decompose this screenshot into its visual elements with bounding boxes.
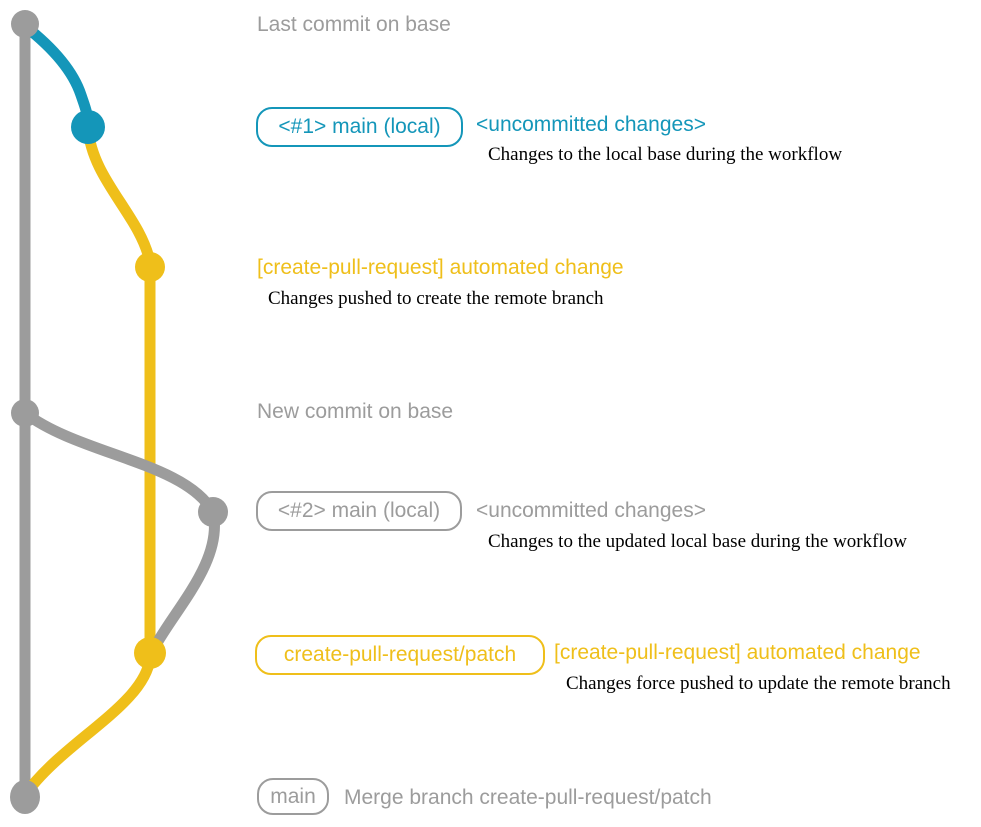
commit-message-uncommitted-2: <uncommitted changes> xyxy=(476,499,706,522)
commit-node-last-base xyxy=(11,10,39,38)
commit-node-remote-1 xyxy=(135,252,165,282)
commit-message-uncommitted-1: <uncommitted changes> xyxy=(476,113,706,136)
branch-badge-main-local-1: <#1> main (local) xyxy=(256,107,463,147)
rebase-curve xyxy=(19,407,219,518)
commit-node-new-base xyxy=(11,399,39,427)
commit-description-4: Changes force pushed to update the remot… xyxy=(566,673,951,694)
force-push-curve xyxy=(146,506,220,658)
branch-badge-label: create-pull-request/patch xyxy=(283,643,517,666)
commit-node-local-1 xyxy=(71,110,105,144)
commit-description-1: Changes to the local base during the wor… xyxy=(488,144,843,165)
new-commit-label: New commit on base xyxy=(257,400,454,423)
branch-badge-main: main xyxy=(257,778,329,815)
remote-branch-create-curve xyxy=(82,122,156,268)
commit-message-automated-1: [create-pull-request] automated change xyxy=(257,256,624,279)
branch-badge-create-pull-request-patch: create-pull-request/patch xyxy=(255,635,545,675)
commit-description-3: Changes to the updated local base during… xyxy=(488,531,907,552)
local-change-curve xyxy=(19,20,94,133)
commit-node-merge xyxy=(10,780,40,814)
last-commit-label: Last commit on base xyxy=(257,13,451,36)
commit-node-local-2 xyxy=(198,497,228,527)
commit-node-remote-2 xyxy=(134,637,166,669)
branch-badge-label: <#2> main (local) xyxy=(277,499,441,522)
branch-badge-label: main xyxy=(270,784,316,808)
branch-badge-label: <#1> main (local) xyxy=(278,115,441,138)
branch-badge-main-local-2: <#2> main (local) xyxy=(256,491,462,531)
commit-description-2: Changes pushed to create the remote bran… xyxy=(268,288,604,309)
commit-message-automated-2: [create-pull-request] automated change xyxy=(554,641,921,664)
merge-curve xyxy=(19,652,156,801)
commit-message-merge: Merge branch create-pull-request/patch xyxy=(344,786,712,809)
